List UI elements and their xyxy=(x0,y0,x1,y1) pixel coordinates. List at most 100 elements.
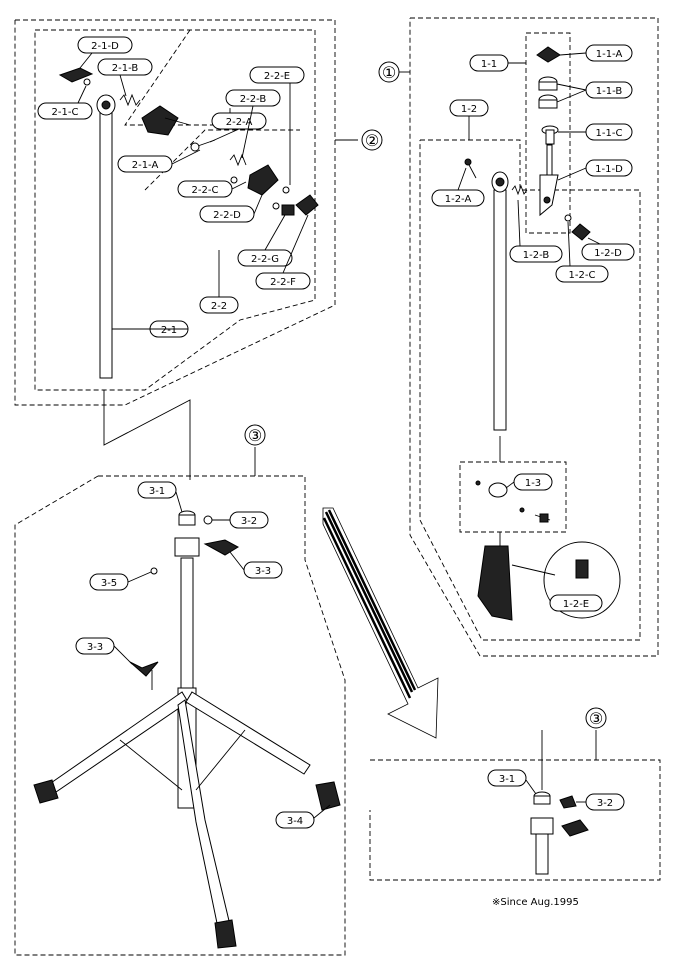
wing-nut-1-1-a xyxy=(536,46,561,63)
group-3-inset-outline xyxy=(369,759,661,881)
callout-3-3-upper: 3-3 xyxy=(243,561,283,579)
group-3-outline xyxy=(14,475,346,956)
svg-text:2-2-C: 2-2-C xyxy=(192,185,219,196)
callout-3-1: 3-1 xyxy=(137,481,177,499)
callout-1-1-d: 1-1-D xyxy=(585,159,633,177)
tripod-legs xyxy=(33,687,341,949)
svg-text:1-1-B: 1-1-B xyxy=(596,86,623,97)
group-2-marker: ② xyxy=(361,129,383,151)
spring-2-2-b-part xyxy=(229,153,247,167)
callout-1-2-d: 1-2-D xyxy=(581,243,635,261)
svg-text:2-2-G: 2-2-G xyxy=(251,254,279,265)
wing-bolt-2-1-d xyxy=(58,67,94,86)
leader-lines-group-1 xyxy=(457,52,601,546)
revision-note: ※Since Aug.1995 xyxy=(492,897,579,908)
svg-text:②: ② xyxy=(365,131,379,150)
callout-2-2-d: 2-2-D xyxy=(199,205,255,223)
svg-text:3-5: 3-5 xyxy=(101,578,117,589)
inset-stand-parts xyxy=(530,730,589,875)
cymbal-rod-1-1-d xyxy=(539,144,559,217)
svg-text:3-2: 3-2 xyxy=(597,798,613,809)
group-1-marker: ① xyxy=(378,61,400,83)
svg-text:1-3: 1-3 xyxy=(525,478,541,489)
svg-text:1-2-A: 1-2-A xyxy=(445,194,472,205)
spring-1-2-b xyxy=(511,184,528,196)
svg-text:1-2-C: 1-2-C xyxy=(569,270,596,281)
svg-text:①: ① xyxy=(382,63,396,82)
callouts-group-2: 2-1-D 2-1-B 2-1-C 2-2-E 2-2-B 2-2-A 2-1-… xyxy=(37,36,311,338)
direction-arrow xyxy=(322,507,439,739)
callout-2-1-d: 2-1-D xyxy=(77,36,133,54)
spring-2-1-b xyxy=(119,93,141,107)
stand-main-tube xyxy=(150,510,240,689)
callout-2-2-g: 2-2-G xyxy=(237,249,293,267)
svg-text:1-1-A: 1-1-A xyxy=(596,49,623,60)
svg-text:3-3: 3-3 xyxy=(255,566,271,577)
callout-2-1-b: 2-1-B xyxy=(97,58,153,76)
callout-3-5: 3-5 xyxy=(89,573,129,591)
callout-2-1-a: 2-1-A xyxy=(117,155,173,173)
svg-text:2-2-E: 2-2-E xyxy=(264,71,290,82)
bolt-1-2-a xyxy=(464,158,477,179)
tilter-pipe-1-2 xyxy=(491,171,509,431)
clamp-1-3 xyxy=(475,480,551,523)
svg-text:1-2-E: 1-2-E xyxy=(563,599,589,610)
memory-lock-1-2-e xyxy=(477,541,621,621)
leader-lines-group-3 xyxy=(113,491,331,819)
callout-1-2: 1-2 xyxy=(449,99,489,117)
washer-1-2-c xyxy=(564,214,572,222)
svg-text:2-1-C: 2-1-C xyxy=(52,107,79,118)
callouts-group-3: 3-1 3-2 3-3 3-5 3-3 3-4 xyxy=(75,481,315,829)
svg-text:③: ③ xyxy=(248,426,262,445)
callout-1-2-e: 1-2-E xyxy=(549,594,603,612)
svg-text:1-1-D: 1-1-D xyxy=(595,164,623,175)
callout-1-3: 1-3 xyxy=(513,473,553,491)
svg-text:2-1-D: 2-1-D xyxy=(91,41,119,52)
svg-text:2-1-B: 2-1-B xyxy=(112,63,139,74)
svg-text:2-2-D: 2-2-D xyxy=(213,210,241,221)
svg-text:3-4: 3-4 xyxy=(287,816,303,827)
wing-nut-2-2-f xyxy=(295,194,319,216)
svg-text:1-1-C: 1-1-C xyxy=(596,128,623,139)
callout-2-2-f: 2-2-F xyxy=(255,272,311,290)
svg-text:3-1: 3-1 xyxy=(149,486,165,497)
tilter-joint-2-1-a xyxy=(141,105,191,136)
svg-text:2-1-A: 2-1-A xyxy=(132,160,159,171)
svg-text:2-2-B: 2-2-B xyxy=(240,94,267,105)
leader-lines-group-2 xyxy=(77,52,309,330)
svg-text:1-2: 1-2 xyxy=(461,104,477,115)
nut-2-2-g xyxy=(281,204,295,216)
svg-text:3-2: 3-2 xyxy=(241,516,257,527)
callout-3-1-inset: 3-1 xyxy=(487,769,527,787)
svg-text:1-1: 1-1 xyxy=(481,59,497,70)
group-3-marker: ③ xyxy=(244,424,266,446)
callout-1-1-c: 1-1-C xyxy=(585,123,633,141)
callout-2-2-e: 2-2-E xyxy=(249,66,305,84)
callout-3-2: 3-2 xyxy=(229,511,269,529)
group-3-inset-marker: ③ xyxy=(585,707,607,729)
callout-2-2: 2-2 xyxy=(199,296,239,314)
svg-text:1-2-D: 1-2-D xyxy=(594,248,622,259)
svg-text:1-2-B: 1-2-B xyxy=(523,250,550,261)
callout-1-1-a: 1-1-A xyxy=(585,44,633,62)
svg-text:2-2-A: 2-2-A xyxy=(226,117,253,128)
wing-nut-1-2-d xyxy=(571,223,591,241)
svg-text:③: ③ xyxy=(589,709,603,728)
svg-text:2-2-F: 2-2-F xyxy=(270,277,296,288)
callout-3-3-lower: 3-3 xyxy=(75,637,115,655)
svg-text:2-1: 2-1 xyxy=(161,325,177,336)
callout-2-2-a: 2-2-A xyxy=(211,112,267,130)
callouts-group-1: 1-1 1-1-A 1-1-B 1-1-C 1-1-D 1-2 1-2-A 1-… xyxy=(431,44,635,612)
tilter-pipe-2-1 xyxy=(96,94,116,379)
clamp-2-2-d xyxy=(247,164,279,196)
callout-1-1-b: 1-1-B xyxy=(585,81,633,99)
svg-text:3-1: 3-1 xyxy=(499,774,515,785)
callout-1-2-c: 1-2-C xyxy=(555,265,609,283)
callout-1-2-b: 1-2-B xyxy=(509,245,563,263)
callout-1-2-a: 1-2-A xyxy=(431,189,485,207)
felts-1-1-b xyxy=(538,76,558,109)
callout-1-1: 1-1 xyxy=(469,54,509,72)
callouts-group-3-inset: 3-1 3-2 xyxy=(487,769,625,811)
group-1-outline xyxy=(409,17,659,657)
